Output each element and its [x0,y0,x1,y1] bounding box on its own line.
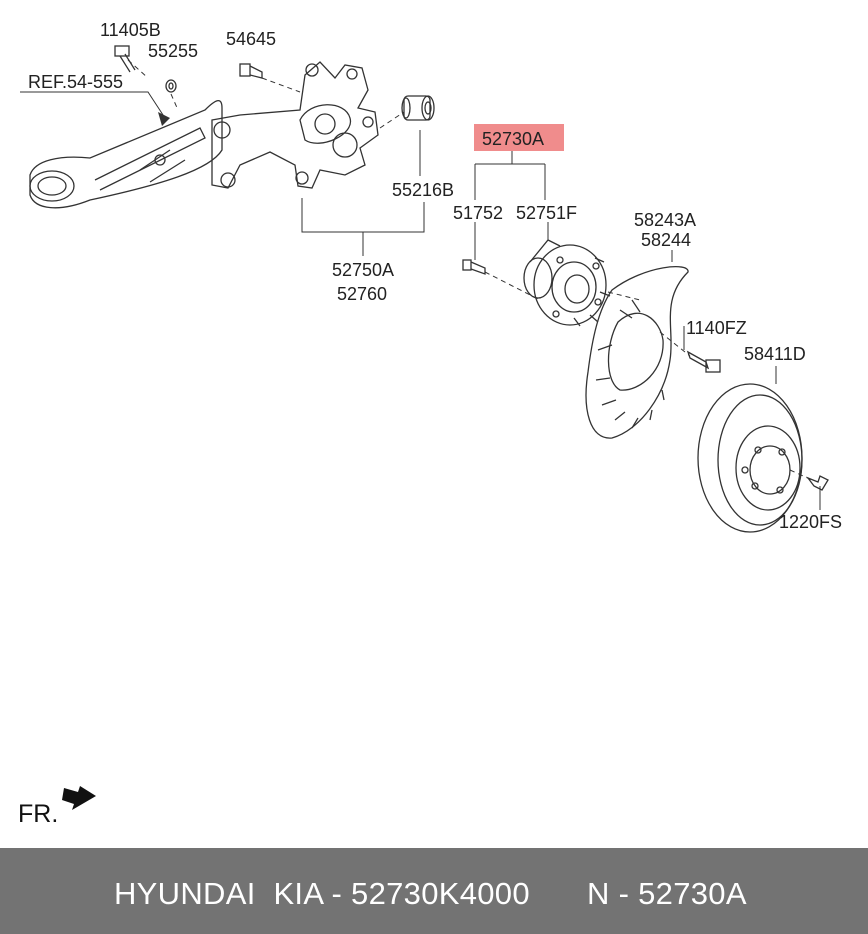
footer-catalog-number: N - 52730A [587,876,747,911]
dust-shield [585,266,689,439]
label-11405b[interactable]: 11405B [100,20,161,40]
label-55216b[interactable]: 55216B [392,180,454,200]
hub-bolt [462,259,486,275]
dash-lines [127,59,813,481]
label-1220fs[interactable]: 1220FS [779,512,842,532]
hub-bearing [523,239,611,327]
label-54645[interactable]: 54645 [226,29,276,49]
bolt-54645 [239,63,263,79]
label-58244[interactable]: 58244 [641,230,691,250]
knuckle [211,61,379,189]
bushing [401,95,435,121]
label-52730a[interactable]: 52730A [482,129,544,149]
label-55255[interactable]: 55255 [148,41,198,61]
bolt-11405b [114,45,136,73]
label-52751f[interactable]: 52751F [516,203,577,223]
screw-1220fs [806,475,829,491]
label-1140fz[interactable]: 1140FZ [686,318,747,338]
footer-bar: HYUNDAI KIA - 52730K4000 N - 52730A [0,848,868,934]
nut-55255 [165,79,177,93]
front-direction-arrow-icon [62,786,96,810]
label-58411d[interactable]: 58411D [744,344,806,364]
label-52760[interactable]: 52760 [337,284,387,304]
leader-lines [20,91,821,510]
label-51752[interactable]: 51752 [453,203,503,223]
highlight-box [474,124,564,151]
label-52750a[interactable]: 52750A [332,260,394,280]
ref-arrow-icon [158,112,170,126]
bolt-1140fz [686,350,721,373]
front-direction-label: FR. [18,800,59,828]
footer-brand-part-number: HYUNDAI KIA - 52730K4000 [114,876,530,911]
brake-disc [697,383,803,533]
label-58243a[interactable]: 58243A [634,210,696,230]
parts-diagram: 11405B 55255 54645 REF.54-555 52730A 552… [20,20,842,810]
label-ref-54-555[interactable]: REF.54-555 [28,72,123,92]
trailing-arm [29,100,223,209]
